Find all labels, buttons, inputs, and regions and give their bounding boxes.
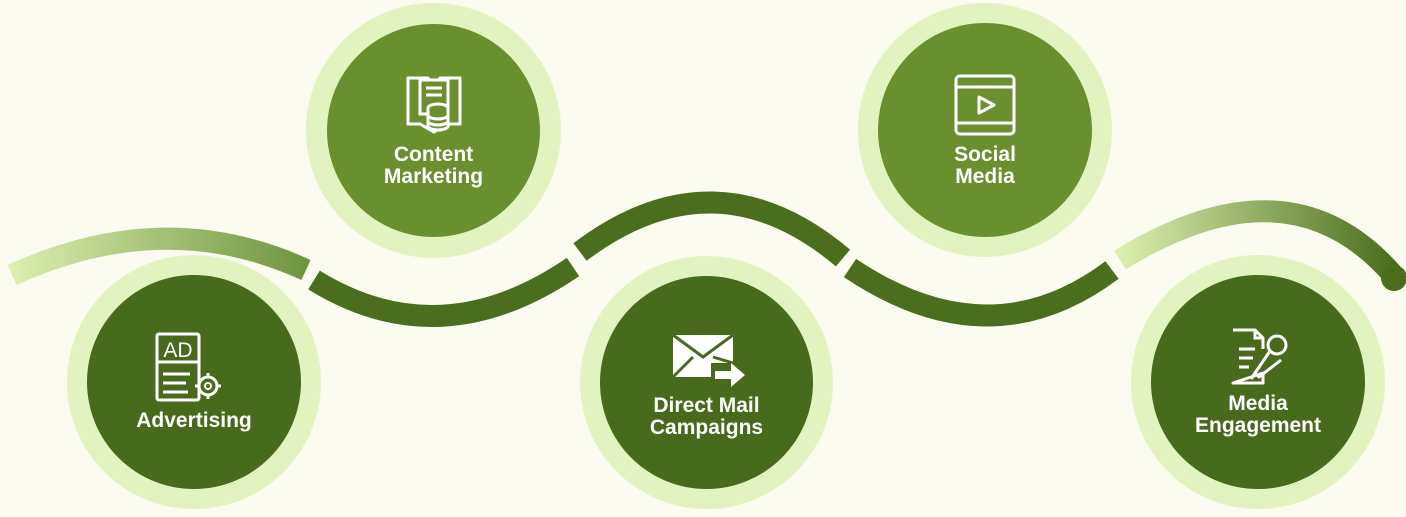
step-direct-mail-campaigns: Direct Mail Campaigns [580, 256, 833, 509]
ad-text: AD [163, 339, 192, 362]
step-label: Content Marketing [383, 142, 484, 188]
step-advertising: AD Advertising [67, 255, 321, 509]
step-social-media: Social Media [858, 3, 1112, 257]
wave-segment-5 [1114, 200, 1403, 284]
ad-settings-icon: AD [155, 332, 221, 402]
step-label: Advertising [136, 409, 252, 432]
step-media-engagement: Media Engagement [1131, 255, 1385, 509]
wave-segment-1 [7, 227, 311, 286]
step-disc: Media Engagement [1151, 275, 1365, 489]
step-disc: Content Marketing [327, 24, 540, 237]
wave-end-dot [1381, 265, 1406, 291]
step-disc: AD Advertising [87, 275, 301, 489]
document-microphone-icon [1231, 328, 1288, 385]
step-disc: Social Media [878, 23, 1092, 237]
step-content-marketing: Content Marketing [306, 3, 561, 258]
wave-segment-2 [308, 257, 580, 327]
step-disc: Direct Mail Campaigns [600, 276, 813, 489]
wave-segment-3 [573, 191, 851, 267]
wave-segment-4 [843, 258, 1119, 327]
mail-forward-icon [671, 333, 745, 387]
step-label: Media Engagement [1194, 392, 1322, 437]
video-play-icon [954, 74, 1016, 136]
content-database-icon [406, 76, 461, 133]
step-label: Social Media [954, 143, 1016, 188]
step-label: Direct Mail Campaigns [649, 393, 764, 439]
